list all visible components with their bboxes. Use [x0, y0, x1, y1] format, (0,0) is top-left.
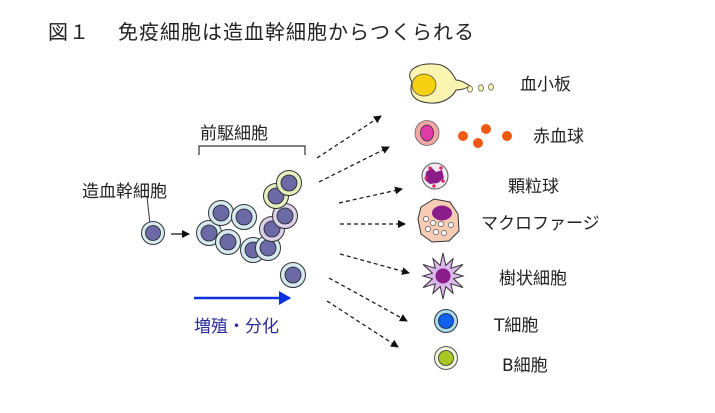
progenitor-cell — [208, 200, 234, 226]
arrow-to-granulocyte — [338, 186, 403, 204]
stem-cell-label: 造血幹細胞 — [82, 182, 167, 202]
arrow-to-t-cell — [328, 277, 408, 322]
b-cell-icon — [434, 346, 458, 370]
progenitor-cell — [215, 229, 241, 255]
progenitor-cell — [276, 170, 302, 196]
stem-cell-pointer-line — [146, 196, 151, 225]
progenitor-cell — [272, 203, 298, 229]
t-cell-icon — [434, 309, 458, 333]
granulocyte-icon — [421, 162, 449, 190]
arrow-to-platelet — [316, 115, 382, 159]
macrophage-icon — [417, 198, 460, 243]
progenitor-bracket — [198, 145, 306, 155]
progenitor-cluster — [196, 170, 306, 288]
figure-title: 図１ 免疫細胞は造血幹細胞からつくられる — [48, 16, 475, 45]
figure-label: 図１ — [48, 20, 90, 44]
progenitor-label: 前駆細胞 — [200, 124, 268, 144]
stem-cell — [141, 221, 165, 245]
arrow-to-dendritic-cell — [339, 253, 410, 275]
output-label-granulocyte: 顆粒球 — [508, 177, 559, 197]
process-label: 増殖・分化 — [194, 317, 279, 337]
differentiation-arrows — [316, 115, 410, 348]
arrow-to-red-blood-cell — [318, 146, 390, 183]
progenitor-cell — [231, 204, 257, 230]
output-label-macrophage: マクロファージ — [481, 214, 600, 234]
progenitor-cell — [280, 262, 306, 288]
output-label-t-cell: T細胞 — [494, 316, 539, 336]
output-label-dendritic-cell: 樹状細胞 — [499, 269, 567, 289]
platelet-icon — [409, 63, 494, 104]
figure-title-text: 免疫細胞は造血幹細胞からつくられる — [118, 20, 475, 44]
output-label-platelet: 血小板 — [520, 75, 571, 95]
red-blood-cell-icon — [414, 120, 512, 148]
arrow-to-b-cell — [326, 300, 399, 348]
output-label-red-blood-cell: 赤血球 — [533, 127, 584, 147]
output-label-b-cell: B細胞 — [502, 356, 548, 376]
dendritic-cell-icon — [421, 252, 465, 300]
